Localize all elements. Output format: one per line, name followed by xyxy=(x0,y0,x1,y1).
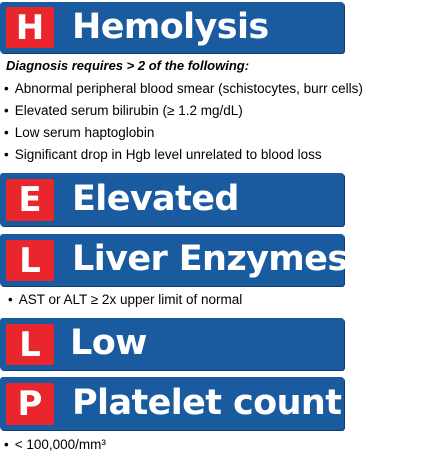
list-item: Abnormal peripheral blood smear (schisto… xyxy=(4,78,363,100)
platelet-criteria-list: < 100,000/mm³ xyxy=(4,434,106,456)
mnemonic-letter-l: L xyxy=(6,240,54,281)
mnemonic-bar-elevated: E Elevated xyxy=(0,173,344,226)
hemolysis-criteria-list: Abnormal peripheral blood smear (schisto… xyxy=(4,78,363,166)
liver-enzymes-criteria-list: AST or ALT ≥ 2x upper limit of normal xyxy=(8,289,243,311)
mnemonic-bar-liver-enzymes: L Liver Enzymes xyxy=(0,234,348,286)
list-item: Elevated serum bilirubin (≥ 1.2 mg/dL) xyxy=(4,100,363,122)
list-item: AST or ALT ≥ 2x upper limit of normal xyxy=(8,289,243,311)
list-item: < 100,000/mm³ xyxy=(4,434,106,456)
list-item: Low serum haptoglobin xyxy=(4,122,363,144)
mnemonic-word-platelet-count: Platelet count xyxy=(72,383,342,423)
list-item: Significant drop in Hgb level unrelated … xyxy=(4,144,363,166)
mnemonic-letter-p: P xyxy=(6,383,54,425)
mnemonic-bar-low: L Low xyxy=(0,318,344,370)
mnemonic-bar-hemolysis: H Hemolysis xyxy=(0,2,344,53)
diagnosis-heading: Diagnosis requires > 2 of the following: xyxy=(6,58,250,73)
mnemonic-letter-h: H xyxy=(6,7,54,48)
mnemonic-word-liver-enzymes: Liver Enzymes xyxy=(72,239,348,279)
mnemonic-letter-l: L xyxy=(6,324,54,365)
mnemonic-letter-e: E xyxy=(6,179,54,221)
mnemonic-word-low: Low xyxy=(70,323,147,363)
mnemonic-bar-platelet-count: P Platelet count xyxy=(0,377,344,430)
mnemonic-word-elevated: Elevated xyxy=(72,179,239,219)
mnemonic-word-hemolysis: Hemolysis xyxy=(72,7,269,47)
